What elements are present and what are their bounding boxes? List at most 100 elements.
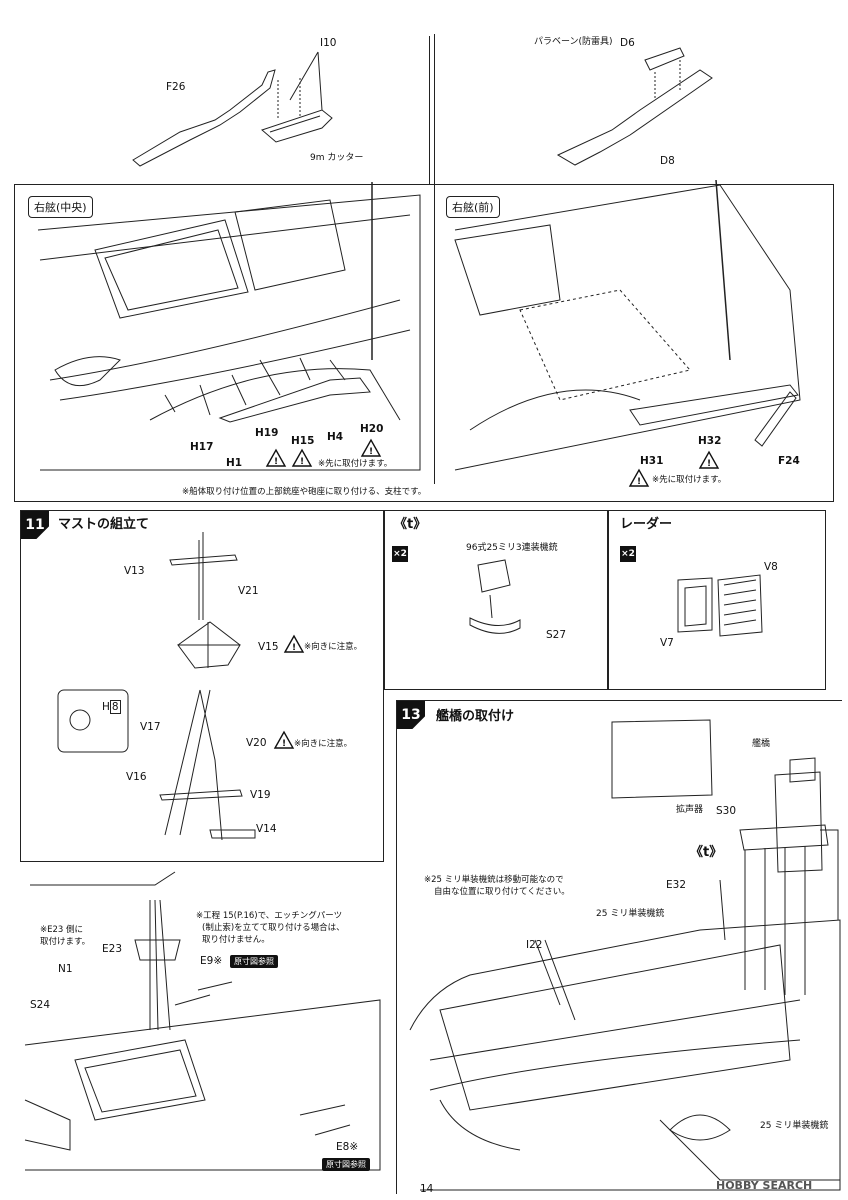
label-h32: H32 [698, 435, 722, 447]
label-v13: V13 [124, 565, 145, 577]
note-e23-line1: ※E23 側に [40, 925, 84, 935]
multiplier-x2-radar: ×2 [620, 546, 636, 562]
watermark: HOBBY SEARCH [716, 1179, 813, 1192]
label-h19: H19 [255, 427, 279, 439]
note-mg-line1: ※25 ミリ単装機銃は移動可能なので [424, 875, 564, 885]
label-speaker: 拡声器 [676, 805, 704, 815]
panel-top-right [434, 34, 834, 184]
svg-text:!: ! [274, 457, 278, 467]
label-v8: V8 [764, 561, 778, 573]
warning-icon [291, 448, 313, 467]
label-single-mg-top: 25 ミリ単装機銃 [596, 909, 665, 919]
step13-t-label: 《t》 [690, 845, 723, 860]
part-d8-shape [556, 69, 713, 166]
bridge-body [774, 771, 823, 873]
label-v20: V20 [246, 737, 267, 749]
panel-top-left [20, 36, 430, 184]
label-s24: S24 [30, 999, 51, 1011]
panel-divider [434, 184, 435, 484]
panel-step11 [20, 510, 384, 862]
actual-size-badge-e9: 原寸図参照 [230, 955, 278, 968]
warning-icon [273, 730, 295, 749]
label-h4: H4 [327, 431, 344, 443]
label-v17: V17 [140, 721, 161, 733]
label-h31: H31 [640, 455, 664, 467]
label-s27: S27 [546, 629, 567, 641]
svg-text:!: ! [292, 643, 296, 653]
label-h17: H17 [190, 441, 214, 453]
label-f26: F26 [166, 81, 186, 93]
actual-size-badge-e8: 原寸図参照 [322, 1158, 370, 1171]
note-etch-line2: (制止索)を立てて取り付ける場合は、 [202, 923, 345, 933]
panel-box-radar [608, 510, 826, 690]
label-h8-prefix: H [102, 701, 110, 713]
note-mg-line2: 自由な位置に取り付けてください。 [434, 887, 570, 897]
warning-icon [628, 468, 650, 487]
warning-icon [698, 450, 720, 469]
view-label-fwd: 右舷(前) [446, 196, 500, 218]
label-cutter: 9m カッター [310, 153, 364, 163]
step13-title: 艦橋の取付け [436, 709, 515, 724]
note-e23-line2: 取付けます。 [40, 937, 91, 947]
note-mid-first: ※先に取付けます。 [318, 459, 393, 469]
label-e23: E23 [102, 943, 122, 955]
label-v15: V15 [258, 641, 279, 653]
footnote-mid: ※船体取り付け位置の上部銃座や砲座に取り付ける、支柱です。 [182, 487, 427, 497]
label-v19: V19 [250, 789, 271, 801]
warning-icon [283, 634, 305, 653]
label-h1: H1 [226, 457, 243, 469]
label-i22: I22 [526, 939, 543, 951]
label-h15: H15 [291, 435, 315, 447]
note-v15-orientation: ※向きに注意。 [304, 642, 363, 652]
label-i10: I10 [320, 37, 337, 49]
box-t-title: 《t》 [394, 517, 427, 532]
step11-title: マストの組立て [58, 517, 150, 532]
gallery-frame [234, 199, 346, 291]
panel-box-t [384, 510, 608, 690]
panel-step13 [396, 700, 842, 1194]
label-e32: E32 [666, 879, 686, 891]
cutter-boat-shape [261, 109, 333, 143]
label-h8-num: 8 [109, 700, 121, 714]
label-v7: V7 [660, 637, 674, 649]
label-v21: V21 [238, 585, 259, 597]
label-n1: N1 [58, 963, 73, 975]
label-single-mg-bottom: 25 ミリ単装機銃 [760, 1121, 829, 1131]
label-h20: H20 [360, 423, 384, 435]
multiplier-x2-t: ×2 [392, 546, 408, 562]
step-number-13: 13 [397, 701, 425, 729]
label-bridge: 艦橋 [752, 739, 771, 749]
label-e8: E8※ [336, 1141, 359, 1153]
elevator-outline [94, 219, 249, 319]
label-e9: E9※ [200, 955, 223, 967]
label-f24: F24 [778, 455, 800, 467]
note-etch-line1: ※工程 15(P.16)で、エッチングパーツ [196, 911, 343, 921]
label-d6: D6 [620, 37, 635, 49]
part-f26-shape [132, 69, 276, 167]
warning-icon [360, 438, 382, 457]
label-v16: V16 [126, 771, 147, 783]
svg-text:!: ! [369, 447, 373, 457]
svg-text:!: ! [300, 457, 304, 467]
gallery-frame-fwd [454, 224, 561, 316]
label-v14: V14 [256, 823, 277, 835]
warning-icon [265, 448, 287, 467]
note-etch-line3: 取り付けません。 [202, 935, 270, 945]
svg-text:!: ! [637, 477, 641, 487]
note-v20-orientation: ※向きに注意。 [294, 739, 353, 749]
label-s30: S30 [716, 805, 737, 817]
view-label-mid: 右舷(中央) [28, 196, 93, 218]
label-96-gun: 96式25ミリ3連装機銃 [466, 543, 558, 553]
label-paravane: パラベーン(防雷具) [534, 37, 613, 47]
note-fwd-first: ※先に取付けます。 [652, 475, 727, 485]
box-radar-title: レーダー [620, 517, 673, 532]
page-number: 14 [420, 1183, 434, 1195]
lower-elevator [74, 1039, 206, 1121]
panel-mid-views [14, 184, 834, 502]
svg-text:!: ! [707, 459, 711, 469]
label-d8: D8 [660, 155, 675, 167]
svg-text:!: ! [282, 739, 286, 749]
